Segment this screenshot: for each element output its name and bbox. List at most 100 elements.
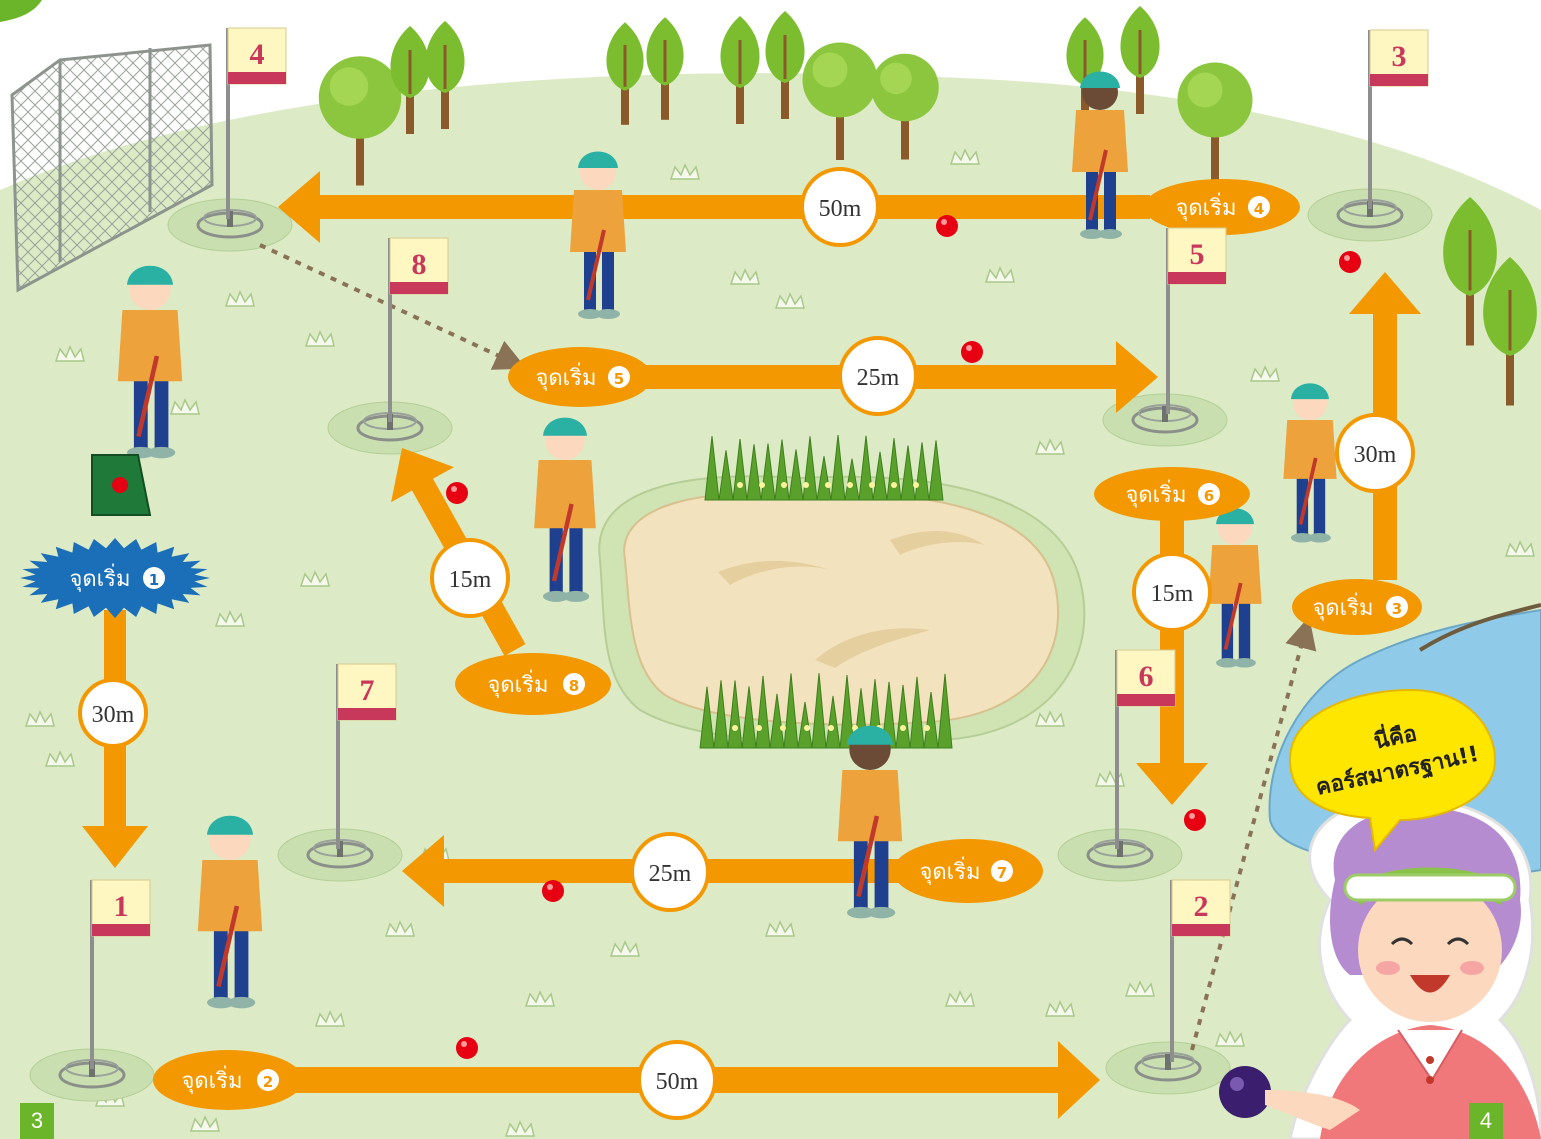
distance-3: 30m	[1335, 413, 1415, 493]
tree-icon	[765, 11, 805, 119]
start-6-number: 6	[1204, 487, 1214, 505]
grass-tuft-icon	[1034, 438, 1065, 455]
grass-bushes	[699, 434, 953, 749]
golf-flag-icon: 7	[336, 663, 397, 849]
golf-flag-icon: 2	[1170, 879, 1231, 1062]
start-7-number: 7	[997, 864, 1007, 882]
balls-group	[446, 215, 1361, 1059]
player-icon	[534, 417, 596, 602]
tree-icon	[871, 53, 939, 160]
start-6-text: จุดเริ่ม	[1125, 479, 1186, 508]
grass-tuft-icon	[1249, 365, 1280, 382]
tree-icon	[390, 26, 430, 134]
flag-number: 6	[1139, 660, 1154, 693]
tree-icon	[1120, 6, 1160, 114]
ball-icon	[542, 880, 564, 902]
tree-icon	[802, 42, 878, 160]
start-2-number: 2	[263, 1073, 273, 1091]
goal-post-icon	[1102, 393, 1228, 447]
distance-2: 50m	[637, 1040, 717, 1120]
distance-8-label: 15m	[449, 567, 492, 593]
start-5-text: จุดเริ่ม	[535, 362, 596, 391]
grass-tuft-icon	[304, 330, 335, 347]
trees-group	[318, 6, 1537, 406]
distance-7: 25m	[630, 832, 710, 912]
ball-icon	[1184, 809, 1206, 831]
golf-flag-icon: 3	[1368, 29, 1429, 209]
grass-tuft-icon	[774, 292, 805, 309]
golf-flag-icon: 5	[1166, 227, 1227, 414]
speech-bubble: นี่คือ คอร์สมาตรฐาน!!	[1288, 688, 1497, 853]
golf-flag-icon: 1	[90, 879, 151, 1069]
player-icon	[837, 725, 903, 919]
start-7: จุดเริ่ม 7	[893, 839, 1043, 903]
grass-tuft-icon	[1504, 540, 1535, 557]
ball-icon	[936, 215, 958, 237]
distance-4-label: 50m	[819, 196, 862, 222]
distance-5: 25m	[838, 336, 918, 416]
start-4: จุดเริ่ม 4	[1144, 179, 1300, 235]
player-icon	[117, 265, 183, 459]
player-icon	[1283, 383, 1337, 543]
flags-group: 1 2 3 4 5 6 7 8	[90, 27, 1429, 1069]
goal-post-icon	[1105, 1041, 1231, 1095]
ball-icon	[1339, 251, 1361, 273]
start-labels: จุดเริ่ม 1 จุดเริ่ม 2 จุดเริ่ม 3 จุดเริ่…	[20, 179, 1422, 1110]
distance-1-label: 30m	[92, 702, 135, 728]
grass-tuft-icon	[189, 1115, 220, 1132]
grass-tuft-icon	[44, 750, 75, 767]
grass-tuft-icon	[764, 920, 795, 937]
distance-4: 50m	[800, 167, 880, 247]
golf-flag-icon: 4	[226, 27, 287, 219]
goal-post-icon	[1057, 828, 1183, 882]
ball-icon	[961, 341, 983, 363]
tree-icon	[425, 21, 465, 129]
grass-tuft-icon	[169, 398, 200, 415]
tree-icon	[606, 22, 644, 125]
flag-number: 1	[114, 890, 129, 923]
distance-5-label: 25m	[857, 365, 900, 391]
grass-tuft-icon	[1214, 1030, 1245, 1047]
distance-2-label: 50m	[656, 1069, 699, 1095]
tree-icon	[1177, 62, 1253, 180]
holes-group	[29, 188, 1433, 1102]
distance-3-label: 30m	[1354, 442, 1397, 468]
start-8-text: จุดเริ่ม	[487, 669, 548, 698]
distance-1: 30m	[78, 678, 148, 748]
flag-number: 5	[1190, 238, 1205, 271]
golf-flag-icon: 6	[1115, 649, 1176, 849]
player-icon	[197, 815, 263, 1009]
purple-ball-icon	[1219, 1066, 1271, 1118]
player-icon	[1072, 71, 1128, 239]
grass-tuft-icon	[299, 570, 330, 587]
grass-tuft-icon	[729, 268, 760, 285]
start-1-text: จุดเริ่ม	[69, 563, 130, 592]
start-5-number: 5	[614, 370, 624, 388]
distance-7-label: 25m	[649, 861, 692, 887]
tree-icon	[318, 56, 402, 186]
golf-flag-icon: 8	[388, 237, 449, 422]
distance-6: 15m	[1132, 552, 1212, 632]
distance-6-label: 15m	[1151, 581, 1194, 607]
start-4-number: 4	[1254, 200, 1264, 218]
flag-number: 4	[250, 38, 265, 71]
grass-tuft-icon	[224, 290, 255, 307]
grass-tuft-icon	[1034, 710, 1065, 727]
tree-icon	[646, 17, 684, 120]
grass-tuft-icon	[314, 1010, 345, 1027]
grass-tuft-icon	[949, 148, 980, 165]
start-7-text: จุดเริ่ม	[919, 856, 980, 885]
grass-tuft-icon	[609, 940, 640, 957]
page-number-left: 3	[20, 1103, 54, 1139]
distance-8: 15m	[430, 538, 510, 618]
start-3-number: 3	[1392, 600, 1402, 618]
sand-bunker-icon	[598, 475, 1086, 745]
start-mat	[91, 454, 152, 516]
start-1-number: 1	[149, 571, 159, 589]
flag-number: 3	[1392, 40, 1407, 73]
grass-tuft-icon	[504, 1120, 535, 1137]
bush-icon	[699, 673, 953, 749]
start-3: จุดเริ่ม 3	[1292, 579, 1422, 635]
flag-number: 7	[360, 674, 375, 707]
